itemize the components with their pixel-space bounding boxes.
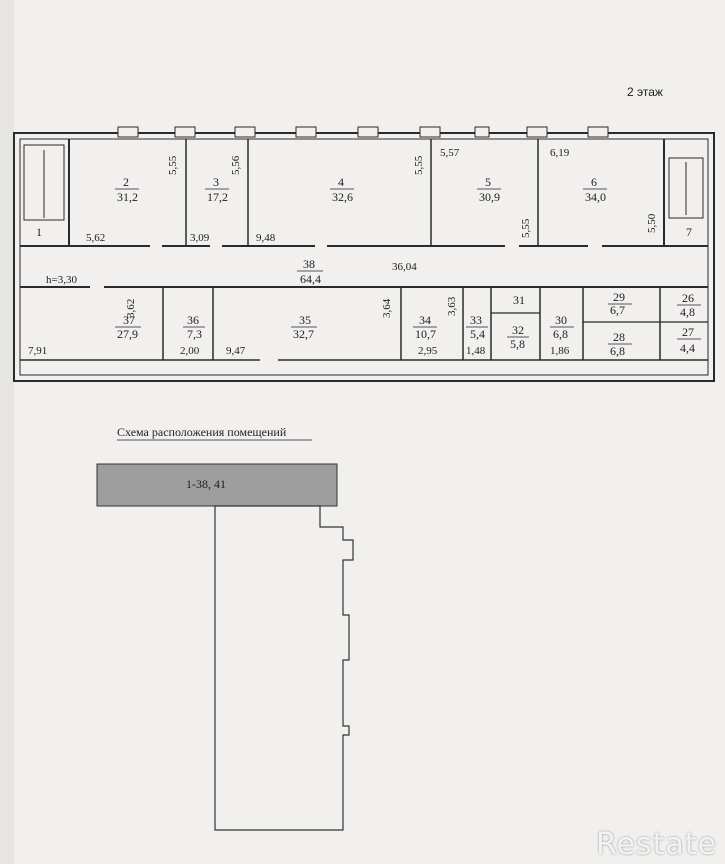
scheme-building (96, 463, 354, 831)
room-1-number: 1 (36, 225, 42, 239)
dim-room2-depth: 5,55 (167, 155, 179, 175)
dim-room35-depth: 3,64 (381, 298, 393, 318)
dim-room37-depth: 3,62 (125, 299, 137, 318)
height-label: h=3,30 (46, 274, 77, 286)
floor-label: 2 этаж (627, 85, 663, 99)
room-28-number: 28 (613, 330, 625, 344)
room-31-number: 31 (513, 293, 525, 307)
room-labels: 1 2 31,2 3 17,2 4 32,6 5 30,9 6 34,0 7 3… (36, 175, 701, 358)
room-26-number: 26 (682, 291, 694, 305)
watermark: Restate (596, 827, 717, 862)
dim-room35-width: 9,47 (226, 345, 246, 357)
room-36-area-value: 7,3 (187, 327, 202, 341)
room-33-area: 5,4 (470, 327, 485, 341)
dim-room34-width: 2,95 (418, 345, 438, 357)
room-29-number: 29 (613, 290, 625, 304)
room-2-number: 2 (123, 175, 129, 189)
dim-room4-depth: 5,55 (413, 155, 425, 175)
scheme-label: 1-38, 41 (186, 477, 226, 491)
dim-room6-depth: 6,19 (550, 147, 570, 159)
windows (117, 126, 609, 138)
room-38-area: 64,4 (300, 272, 321, 286)
dim-room5-depth: 5,57 (440, 147, 460, 159)
room-27-number: 27 (682, 325, 694, 339)
room-34-number: 34 (419, 313, 431, 327)
room-7-number: 7 (686, 225, 692, 239)
dim-room34-depth: 3,63 (446, 296, 458, 316)
dimension-labels: 5,55 5,56 5,55 5,57 6,19 5,62 3,09 9,48 … (28, 147, 658, 357)
dim-room6-side: 5,50 (646, 213, 658, 233)
room-37-number: 37 (123, 313, 135, 327)
doors (90, 243, 602, 363)
dim-room36-width: 2,00 (180, 345, 200, 357)
room-6-number: 6 (591, 175, 597, 189)
room-37-area: 27,9 (117, 327, 138, 341)
dim-room33-width: 1,48 (466, 345, 486, 357)
room-26-area: 4,8 (680, 305, 695, 319)
room-3-area: 17,2 (207, 190, 228, 204)
dim-room5-side: 5,55 (520, 218, 532, 238)
room-29-area: 6,7 (610, 303, 625, 317)
room-4-area: 32,6 (332, 190, 353, 204)
room-27-area: 4,4 (680, 341, 695, 355)
dim-room3-width: 3,09 (190, 232, 210, 244)
room-28-area: 6,8 (610, 344, 625, 358)
room-30-area: 6,8 (553, 327, 568, 341)
room-6-area: 34,0 (585, 190, 606, 204)
dim-room37-width: 7,91 (28, 345, 47, 357)
room-5-number: 5 (485, 175, 491, 189)
dim-room4-width: 9,48 (256, 232, 276, 244)
room-34-area: 10,7 (415, 327, 436, 341)
dim-room30-width: 1,86 (550, 345, 570, 357)
room-33-number: 33 (470, 313, 482, 327)
dim-corridor-length: 36,04 (392, 261, 417, 273)
room-5-area: 30,9 (479, 190, 500, 204)
room-32-number: 32 (512, 323, 524, 337)
plan-walls (13, 132, 715, 382)
dim-room3-depth: 5,56 (230, 155, 242, 175)
scheme-title: Схема расположения помещений (117, 425, 287, 439)
dim-room2-width: 5,62 (86, 232, 105, 244)
room-3-number: 3 (213, 175, 219, 189)
room-4-number: 4 (338, 175, 344, 189)
room-32-area: 5,8 (510, 337, 525, 351)
room-2-area: 31,2 (117, 190, 138, 204)
room-36-number: 36 (187, 313, 199, 327)
room-30-number: 30 (555, 313, 567, 327)
room-35-number: 35 (299, 313, 311, 327)
room-35-area: 32,7 (293, 327, 314, 341)
room-38-number: 38 (303, 257, 315, 271)
